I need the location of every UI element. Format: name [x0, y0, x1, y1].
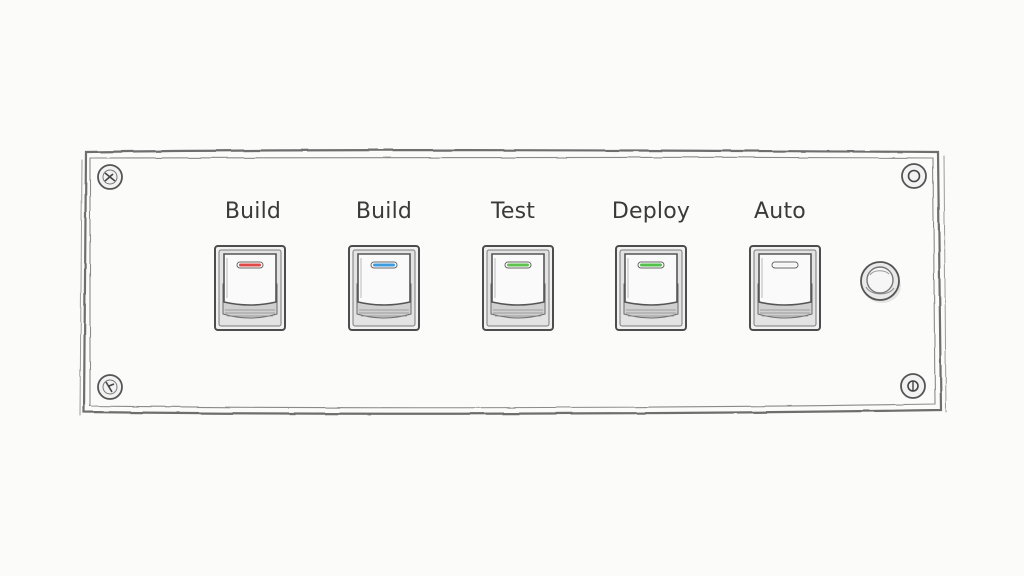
switch-label-build-2: Build — [355, 199, 413, 224]
screw-icon — [97, 374, 123, 400]
rotary-knob[interactable] — [858, 259, 904, 305]
knob-icon — [860, 261, 901, 303]
rocker-switch-auto[interactable] — [748, 244, 822, 332]
switch-indicator-led — [239, 263, 261, 267]
rocker-switch-build-2[interactable] — [347, 244, 421, 332]
screw-icon — [97, 164, 123, 190]
switch-indicator-led — [373, 263, 395, 267]
screw-icon — [900, 373, 926, 399]
rocker-switch-deploy[interactable] — [614, 244, 688, 332]
switch-label-test: Test — [490, 199, 536, 224]
switch-indicator-led — [640, 263, 662, 267]
switch-label-auto: Auto — [754, 199, 806, 224]
screw-icon — [901, 163, 927, 189]
switch-indicator-led — [774, 263, 796, 267]
switch-label-deploy: Deploy — [611, 199, 691, 224]
switch-label-build-1: Build — [224, 199, 282, 224]
rocker-switch-test[interactable] — [481, 244, 555, 332]
rocker-switch-build-1[interactable] — [213, 244, 287, 332]
switch-indicator-led — [507, 263, 529, 267]
